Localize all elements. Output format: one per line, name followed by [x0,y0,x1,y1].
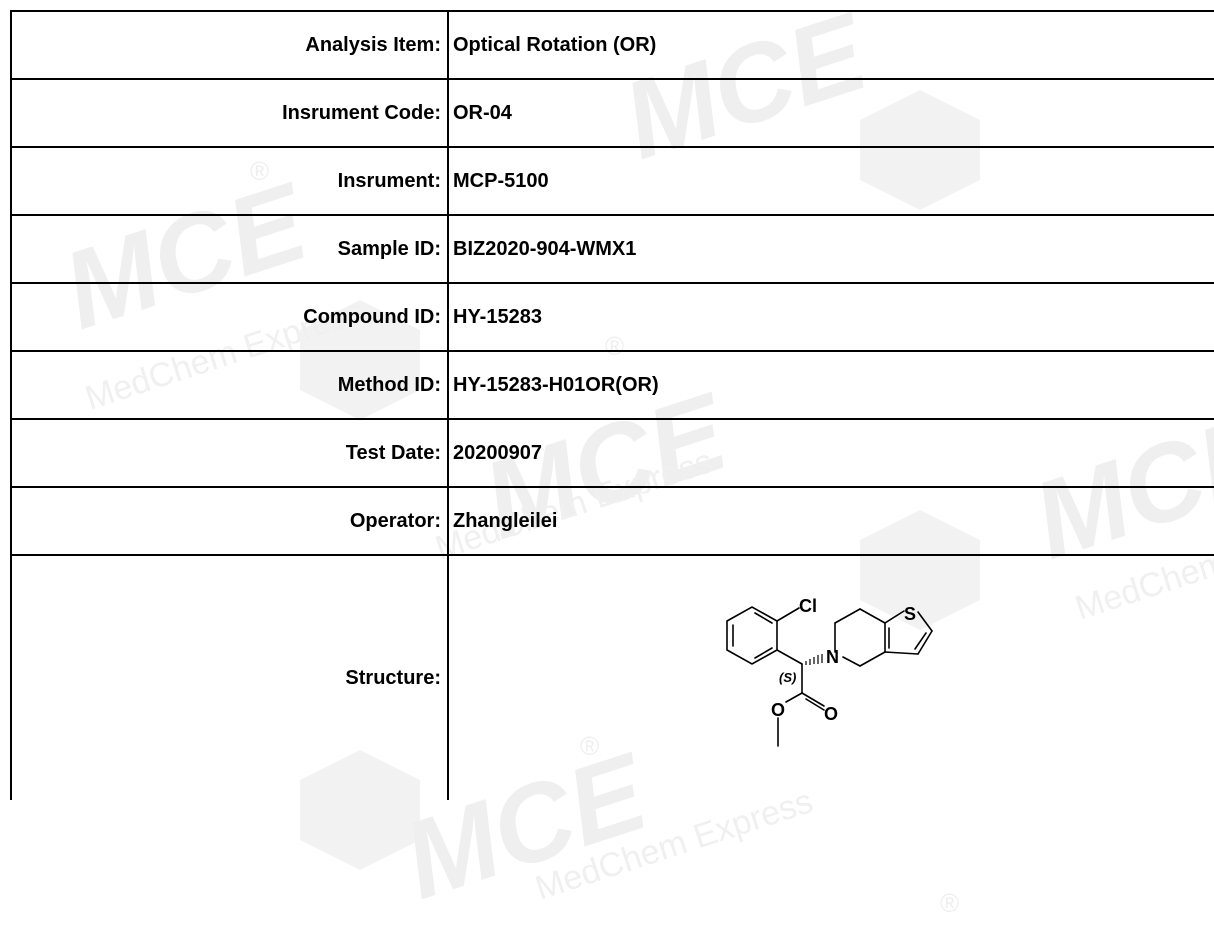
table-row: Method ID: HY-15283-H01OR(OR) [10,350,1214,420]
atom-label-nitrogen: N [826,647,839,667]
field-value: Zhangleilei [447,486,1214,556]
table-row: Sample ID: BIZ2020-904-WMX1 [10,214,1214,284]
field-label: Analysis Item: [10,10,448,80]
field-value: Optical Rotation (OR) [447,10,1214,80]
molecule-structure-drawing: Cl S N (S) O O [725,596,933,747]
field-label: Method ID: [10,350,448,420]
table-row: Test Date: 20200907 [10,418,1214,488]
watermark-registered: ® [940,888,959,918]
table-row: Insrument Code: OR-04 [10,78,1214,148]
field-label: Operator: [10,486,448,556]
structure-cell: Cl S N (S) O O [447,554,1214,800]
structure-label: Structure: [10,554,448,800]
structure-row: Structure: [10,554,1214,800]
atom-label-carbonyl-oxygen: O [824,704,838,724]
atom-label-ester-oxygen: O [771,700,785,720]
watermark-text: MedChem Express [531,782,818,907]
field-value: HY-15283 [447,282,1214,352]
field-value: MCP-5100 [447,146,1214,216]
field-label: Insrument: [10,146,448,216]
atom-label-sulfur: S [904,604,916,624]
atom-label-chlorine: Cl [799,596,817,616]
table-row: Compound ID: HY-15283 [10,282,1214,352]
stereo-label: (S) [779,670,796,685]
field-value: HY-15283-H01OR(OR) [447,350,1214,420]
field-value: OR-04 [447,78,1214,148]
field-label: Insrument Code: [10,78,448,148]
table-row: Insrument: MCP-5100 [10,146,1214,216]
report-rows: Analysis Item: Optical Rotation (OR) Ins… [10,10,1214,800]
field-label: Compound ID: [10,282,448,352]
field-label: Test Date: [10,418,448,488]
field-label: Sample ID: [10,214,448,284]
table-row: Analysis Item: Optical Rotation (OR) [10,10,1214,80]
report-table: Analysis Item: Optical Rotation (OR) Ins… [10,10,1214,800]
field-value: BIZ2020-904-WMX1 [447,214,1214,284]
table-row: Operator: Zhangleilei [10,486,1214,556]
field-value: 20200907 [447,418,1214,488]
